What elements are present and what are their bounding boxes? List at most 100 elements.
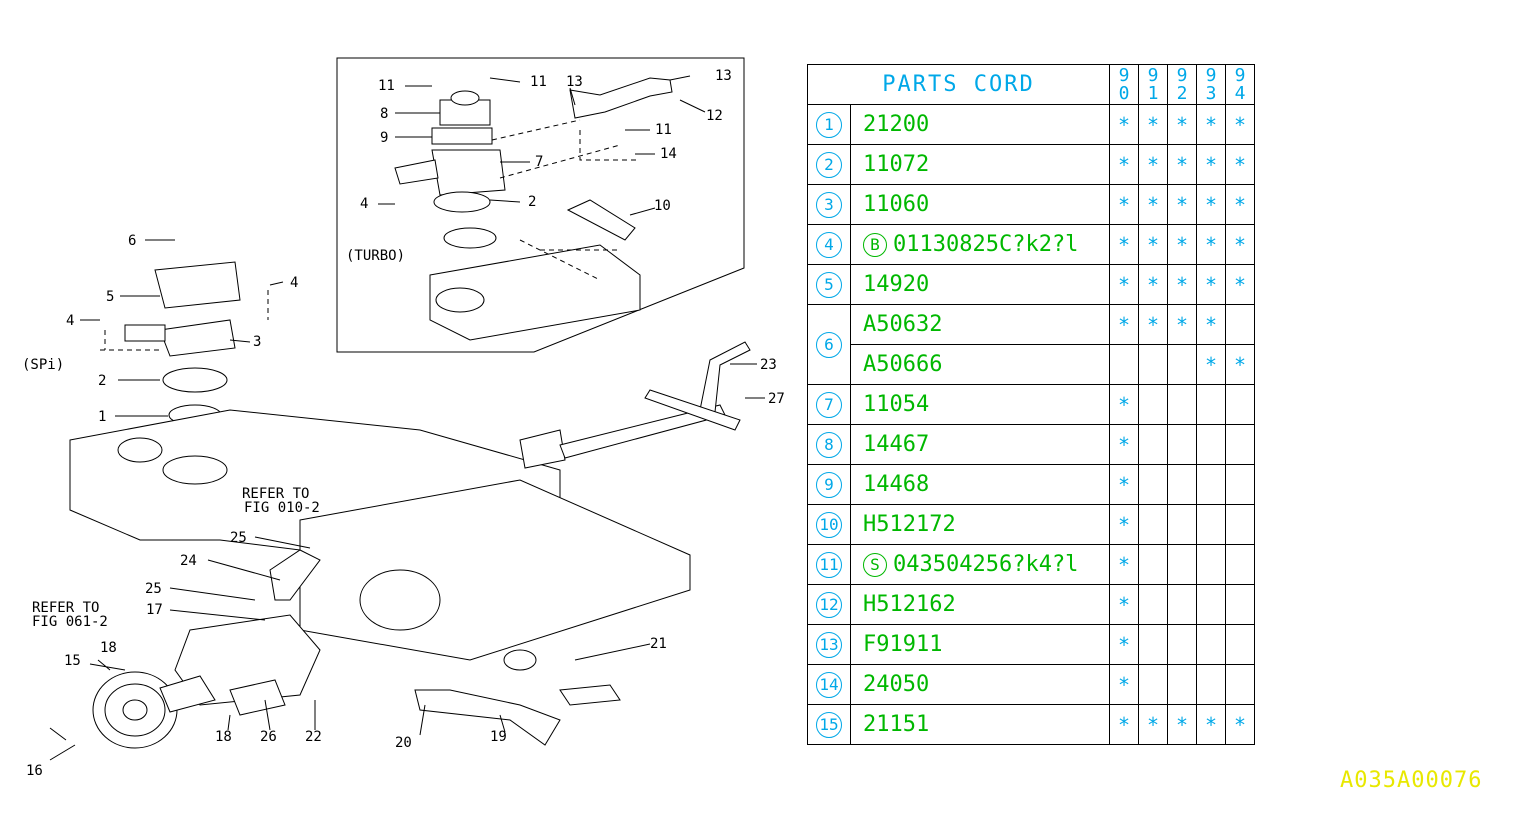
callout-18: 18	[100, 640, 117, 656]
year-mark: *	[1109, 144, 1139, 185]
year-mark: *	[1109, 424, 1139, 465]
year-mark: *	[1225, 184, 1255, 225]
year-mark: *	[1167, 224, 1197, 265]
callout-1: 1	[98, 409, 106, 425]
year-mark: *	[1109, 224, 1139, 265]
year-mark	[1167, 624, 1197, 665]
year-mark: *	[1196, 344, 1226, 385]
ref-number-cell: 10	[807, 504, 851, 545]
ref-number: 3	[816, 191, 842, 218]
year-mark: *	[1138, 704, 1168, 745]
part-number-cell: A50666	[850, 344, 1110, 385]
ref-number: 7	[816, 391, 842, 418]
year-digit: 2	[1176, 82, 1188, 104]
part-number: 11072	[863, 152, 930, 177]
part-prefix: B	[863, 233, 887, 257]
callout-8: 8	[380, 106, 388, 122]
part-number: F91911	[863, 632, 943, 657]
callout-numbers: 11 11 13 13 12 8 9 7 11 14 4 2 10 (TURBO…	[22, 68, 785, 779]
ref-number-cell: 5	[807, 264, 851, 305]
callout-25: 25	[145, 581, 162, 597]
year-mark	[1138, 464, 1168, 505]
refer-061-line1: REFER TO	[32, 600, 99, 616]
year-digit: 9	[1176, 64, 1188, 86]
year-digit: 4	[1234, 82, 1246, 104]
callout-13: 13	[566, 74, 583, 90]
year-mark	[1196, 464, 1226, 505]
year-mark: *	[1138, 104, 1168, 145]
year-mark: *	[1225, 704, 1255, 745]
year-mark	[1225, 464, 1255, 505]
year-mark: *	[1196, 184, 1226, 225]
year-mark	[1196, 624, 1226, 665]
callout-9: 9	[380, 130, 388, 146]
year-mark: *	[1167, 144, 1197, 185]
callout-16: 16	[26, 763, 43, 779]
ref-number: 1	[816, 111, 842, 138]
callout-4: 4	[66, 313, 74, 329]
year-mark	[1138, 384, 1168, 425]
year-mark: *	[1225, 344, 1255, 385]
callout-22: 22	[305, 729, 322, 745]
year-mark	[1167, 664, 1197, 705]
year-mark: *	[1167, 304, 1197, 345]
part-number: H512162	[863, 592, 956, 617]
part-number-cell: 14468	[850, 464, 1110, 505]
year-mark: *	[1109, 184, 1139, 225]
part-number-cell: 11054	[850, 384, 1110, 425]
callout-15: 15	[64, 653, 81, 669]
ref-number-cell: 11	[807, 544, 851, 585]
year-mark: *	[1167, 104, 1197, 145]
year-mark: *	[1167, 264, 1197, 305]
spi-label: (SPi)	[22, 357, 64, 373]
year-mark: *	[1109, 544, 1139, 585]
ref-number: 13	[816, 631, 842, 658]
part-number: 11054	[863, 392, 930, 417]
ref-number-cell: 1	[807, 104, 851, 145]
year-digit: 9	[1234, 64, 1246, 86]
ref-number-cell: 6	[807, 304, 851, 385]
year-mark	[1196, 664, 1226, 705]
part-number: 14467	[863, 432, 930, 457]
year-mark	[1196, 584, 1226, 625]
callout-12: 12	[706, 108, 723, 124]
year-mark: *	[1225, 264, 1255, 305]
year-mark: *	[1138, 184, 1168, 225]
year-mark	[1138, 544, 1168, 585]
turbo-thermostat-assembly	[394, 77, 673, 341]
callout-5: 5	[106, 289, 114, 305]
ref-number: 10	[816, 511, 842, 538]
year-mark: *	[1138, 224, 1168, 265]
year-mark	[1167, 504, 1197, 545]
ref-number: 5	[816, 271, 842, 298]
ref-number-cell: 2	[807, 144, 851, 185]
ref-number-cell: 7	[807, 384, 851, 425]
callout-20: 20	[395, 735, 412, 751]
part-number-cell: H512172	[850, 504, 1110, 545]
year-digit: 0	[1118, 82, 1130, 104]
year-mark: *	[1109, 464, 1139, 505]
year-mark	[1196, 544, 1226, 585]
exploded-parts-diagram: 11 11 13 13 12 8 9 7 11 14 4 2 10 (TURBO…	[22, 57, 785, 779]
year-mark	[1167, 584, 1197, 625]
year-mark	[1138, 344, 1168, 385]
ref-number-cell: 15	[807, 704, 851, 745]
year-mark: *	[1109, 304, 1139, 345]
callout-18: 18	[215, 729, 232, 745]
ref-number: 11	[816, 551, 842, 578]
year-digit: 9	[1118, 64, 1130, 86]
water-pump	[92, 614, 321, 749]
part-number: 14920	[863, 272, 930, 297]
